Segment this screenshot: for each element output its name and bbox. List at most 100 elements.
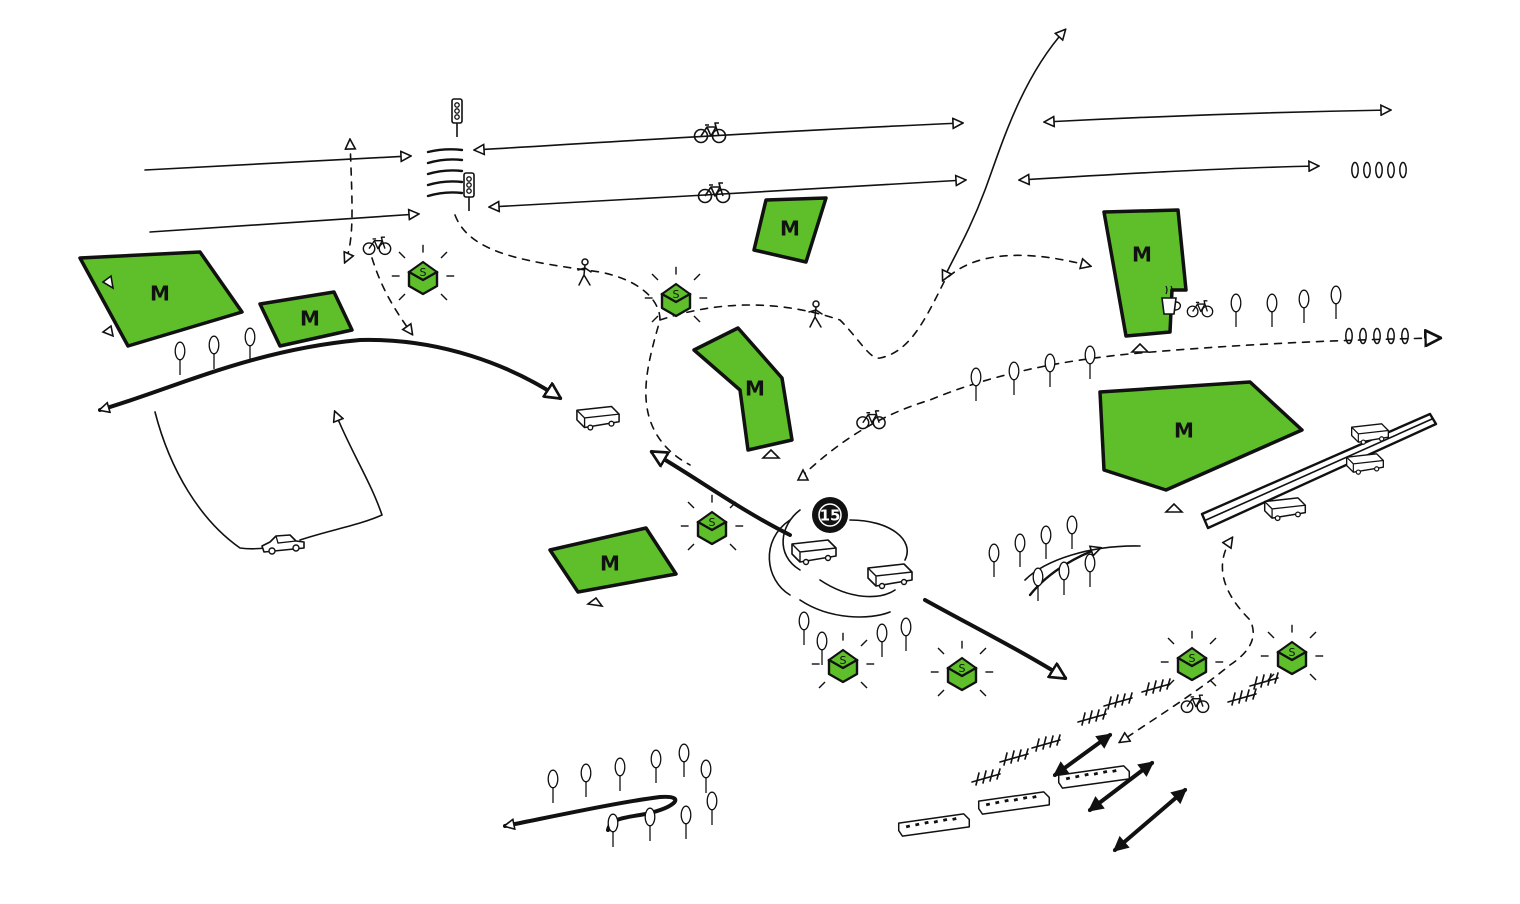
tree-icon (1032, 567, 1044, 602)
speed-limit-badge: 15 (812, 497, 848, 533)
tram-icon (1057, 764, 1131, 790)
building-footprint (752, 196, 828, 264)
cafe-cup-icon (1161, 285, 1182, 315)
glow-ray (860, 681, 868, 689)
glow-ray (398, 293, 406, 301)
bicycle-icon (697, 182, 731, 204)
cube-body (696, 520, 728, 546)
tree-icon (1266, 293, 1278, 328)
tree-icon (876, 623, 888, 658)
promenade-loop (505, 794, 678, 832)
building-footprint (258, 290, 354, 348)
glow-ray (687, 501, 695, 509)
cube-label: S (1189, 652, 1196, 665)
crosswalk (426, 148, 464, 198)
building-m: M (1102, 208, 1188, 338)
tree-icon (1298, 289, 1310, 324)
glow-ray (651, 315, 659, 323)
building-label: M (1174, 419, 1194, 443)
cube-label: S (840, 654, 847, 667)
cube-body (827, 658, 859, 684)
bollard-icon (1363, 161, 1371, 179)
glow-ray (1267, 631, 1275, 639)
tree-icon (988, 543, 1000, 578)
rail-platform (1200, 412, 1438, 530)
glow-ray (1309, 631, 1317, 639)
cube-body (407, 270, 439, 296)
tree-icon (706, 791, 718, 826)
building-m: M (548, 526, 678, 594)
glow-ray (729, 501, 737, 509)
bus-icon (867, 563, 913, 590)
glow-ray (1309, 673, 1317, 681)
small-building-s: S (1260, 624, 1324, 681)
bollard-icon (1387, 161, 1395, 179)
tree-icon (1058, 561, 1070, 596)
tree-icon (1008, 361, 1020, 396)
tree-icon (680, 805, 692, 840)
building-label: M (150, 282, 170, 306)
speed-limit-value: 15 (820, 507, 841, 525)
pedestrian-icon (577, 258, 592, 286)
bus-icon (791, 539, 837, 566)
fence-icon (1031, 734, 1061, 752)
small-building-s: S (644, 266, 708, 323)
bus-icon (576, 405, 620, 431)
building-footprint (692, 326, 794, 452)
building-footprint (1102, 208, 1188, 338)
building-footprint (1098, 380, 1304, 492)
glow-ray (693, 315, 701, 323)
traffic-light-icon (451, 98, 463, 138)
glow-ray (1167, 637, 1175, 645)
bollard-row-right (1344, 327, 1410, 345)
cube-label: S (420, 266, 427, 279)
small-building-s: S (1160, 630, 1224, 687)
building-label: M (300, 307, 320, 331)
main-road (100, 337, 560, 550)
pedestrian-icon (808, 300, 823, 328)
glow-ray (818, 681, 826, 689)
bus-icon (1345, 453, 1385, 475)
tree-icon (644, 807, 656, 842)
fence-icon (1249, 672, 1279, 690)
glow-ray (440, 251, 448, 259)
tram-icon (897, 812, 971, 838)
fence-icon (1077, 708, 1107, 726)
fence-icon (1103, 692, 1133, 710)
cube-body (660, 292, 692, 318)
tree-icon (547, 769, 559, 804)
tree-icon (1044, 353, 1056, 388)
tree-icon (244, 327, 256, 362)
glow-ray (398, 251, 406, 259)
glow-ray (860, 639, 868, 647)
tree-icon (700, 759, 712, 794)
tree-icon (1230, 293, 1242, 328)
tree-icon (816, 631, 828, 666)
small-building-s: S (680, 494, 744, 551)
tree-icon (1040, 525, 1052, 560)
building-label: M (600, 552, 620, 576)
building-label: M (1132, 243, 1152, 267)
building-label: M (745, 377, 765, 401)
fence-icon (971, 768, 1001, 786)
tree-icon (798, 611, 810, 646)
glow-ray (1209, 679, 1217, 687)
bollard-row-top (1351, 161, 1407, 179)
bus-icon (1263, 497, 1307, 522)
bollard-icon (1372, 327, 1382, 345)
glow-ray (979, 647, 987, 655)
tram-line (1055, 733, 1185, 852)
bicycle-icon (362, 236, 392, 256)
bollard-icon (1386, 327, 1396, 345)
glow-ray (687, 543, 695, 551)
building-m: M (1098, 380, 1304, 492)
glow-ray (1267, 673, 1275, 681)
tram-icon (977, 790, 1051, 816)
cube-label: S (709, 516, 716, 529)
tree-icon (1014, 533, 1026, 568)
glow-ray (979, 689, 987, 697)
cube-body (946, 666, 978, 692)
fence-icon (999, 748, 1029, 766)
